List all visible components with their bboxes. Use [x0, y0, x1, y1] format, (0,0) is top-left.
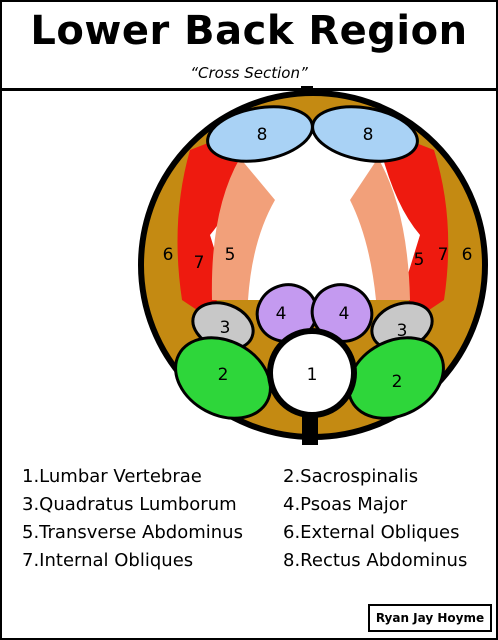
header: Lower Back Region “Cross Section” — [2, 2, 496, 91]
sacrospinalis-right — [347, 336, 445, 420]
page-subtitle: “Cross Section” — [190, 64, 308, 82]
legend-item: 2.Sacrospinalis — [283, 466, 419, 487]
label-external-left: 6 — [163, 245, 174, 265]
legend-item: 3.Quadratus Lumborum — [22, 494, 237, 515]
label-transverse-left: 5 — [225, 245, 236, 265]
label-quadratus-right: 3 — [397, 321, 408, 341]
label-rectus-right: 8 — [363, 125, 374, 145]
label-transverse-right: 5 — [414, 250, 425, 270]
legend-item: 1.Lumbar Vertebrae — [22, 466, 202, 487]
label-psoas-left: 4 — [276, 304, 287, 324]
label-quadratus-left: 3 — [220, 318, 231, 338]
rectus-right — [311, 105, 419, 163]
label-psoas-right: 4 — [339, 304, 350, 324]
legend-item: 7.Internal Obliques — [22, 550, 194, 571]
spinous-process — [302, 413, 318, 445]
page-title: Lower Back Region — [30, 8, 468, 54]
sacrospinalis-left — [174, 336, 272, 420]
inner-cavity — [210, 125, 420, 300]
label-sacrospinalis-right: 2 — [392, 372, 403, 392]
label-rectus-left: 8 — [257, 125, 268, 145]
author-credit: Ryan Jay Hoyme — [368, 604, 492, 632]
legend-item: 6.External Obliques — [283, 522, 460, 543]
legend-item: 8.Rectus Abdominus — [283, 550, 468, 571]
transverse-left — [211, 158, 275, 300]
label-vertebra: 1 — [307, 365, 318, 385]
label-sacrospinalis-left: 2 — [218, 365, 229, 385]
label-internal-right: 7 — [438, 245, 449, 265]
label-internal-left: 7 — [194, 253, 205, 273]
legend-item: 4.Psoas Major — [283, 494, 408, 515]
transverse-right — [350, 158, 410, 300]
legend-item: 5.Transverse Abdominus — [22, 522, 243, 543]
label-external-right: 6 — [462, 245, 473, 265]
